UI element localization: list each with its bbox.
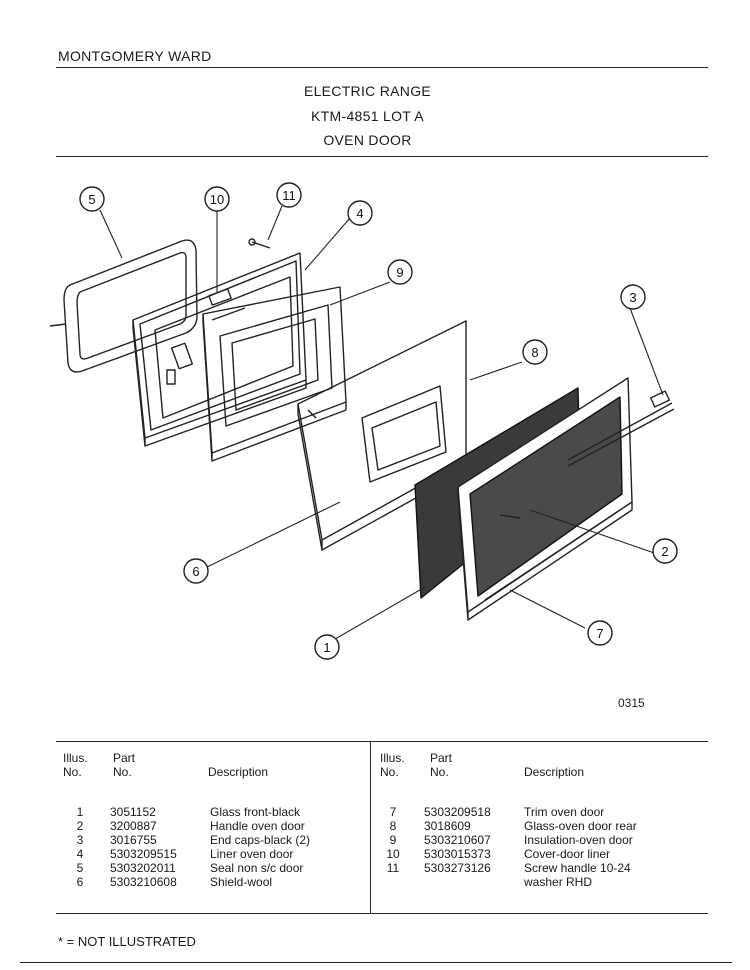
table-cell: 4 [76, 847, 84, 861]
header-part-right: Part No. [430, 751, 452, 779]
part-screw [248, 238, 271, 249]
title-rule [56, 156, 708, 157]
model-number: KTM-4851 LOT A [311, 108, 424, 124]
part-column-left: 3051152 3200887 3016755 5303209515 53032… [110, 805, 177, 889]
table-cell: Screw handle 10-24 [524, 861, 631, 875]
table-cell: 5303209515 [110, 847, 177, 861]
svg-text:7: 7 [596, 626, 603, 641]
header-illus-bottom: No. [63, 765, 82, 779]
table-cell: End caps-black (2) [210, 833, 311, 847]
callout-10: 10 [204, 186, 230, 212]
leader-lines [99, 205, 664, 643]
header-description-right: Description [524, 765, 585, 779]
header-description-left: Description [208, 765, 269, 779]
callout-1: 1 [314, 634, 340, 660]
table-cell: 7 [389, 805, 397, 819]
header-part-left: Part No. [113, 751, 135, 779]
svg-text:2: 2 [661, 544, 668, 559]
table-cell: Liner oven door [210, 847, 294, 861]
illus-column-left: 1 2 3 4 5 6 [70, 805, 90, 889]
table-cell: 3 [76, 833, 84, 847]
table-cell: 5303209518 [424, 805, 491, 819]
table-cell: 3016755 [110, 833, 157, 847]
table-cell: 5303202011 [110, 861, 176, 875]
table-cell: Shield-wool [210, 875, 273, 889]
header-illus-left: Illus. No. [63, 751, 88, 779]
page-bottom-rule [20, 962, 732, 963]
table-bottom-rule [56, 913, 708, 914]
table-cell: 1 [76, 805, 84, 819]
desc-column-right: Trim oven door Glass-oven door rear Insu… [524, 805, 637, 889]
part-column-right: 5303209518 3018609 5303210607 5303015373… [424, 805, 491, 875]
callout-11: 11 [276, 182, 302, 208]
table-cell: 11 [386, 861, 400, 875]
table-cell: 5303015373 [424, 847, 491, 861]
table-cell: Glass front-black [210, 805, 301, 819]
header-illus-top: Illus. [380, 751, 405, 765]
part-handle [499, 390, 675, 519]
part-insulation [202, 286, 347, 462]
table-cell: 5303210608 [110, 875, 177, 889]
product-type: ELECTRIC RANGE [303, 83, 432, 99]
table-cell: Glass-oven door rear [524, 819, 637, 833]
table-cell: Insulation-oven door [524, 833, 633, 847]
header-illus-right: Illus. No. [380, 751, 405, 779]
table-cell: 9 [389, 833, 397, 847]
callout-8: 8 [522, 339, 548, 365]
exploded-diagram: 5 10 11 4 9 3 8 2 6 7 1 [49, 182, 678, 660]
header-part-bottom: No. [113, 765, 132, 779]
table-cell: 5303210607 [424, 833, 491, 847]
header-illus-bottom: No. [380, 765, 399, 779]
header-part-bottom: No. [430, 765, 449, 779]
section-title: OVEN DOOR [323, 132, 412, 148]
table-top-rule [56, 741, 708, 742]
table-cell: washer RHD [524, 875, 593, 889]
header-part-top: Part [430, 751, 453, 765]
part-liner [132, 252, 307, 447]
desc-column-left: Glass front-black Handle oven door End c… [210, 805, 310, 889]
table-cell: 6 [76, 875, 84, 889]
table-cell: 2 [76, 819, 84, 833]
svg-text:1: 1 [323, 640, 330, 655]
header-part-top: Part [113, 751, 136, 765]
callout-5: 5 [79, 186, 105, 212]
svg-text:10: 10 [210, 192, 224, 207]
svg-text:9: 9 [396, 265, 403, 280]
svg-text:4: 4 [356, 206, 363, 221]
table-cell: Handle oven door [210, 819, 305, 833]
callout-7: 7 [587, 620, 613, 646]
svg-text:8: 8 [531, 345, 538, 360]
part-trim [457, 377, 633, 621]
table-cell: Cover-door liner [524, 847, 611, 861]
table-divider [370, 741, 371, 913]
brand-name: MONTGOMERY WARD [58, 48, 212, 64]
table-cell: 3018609 [424, 819, 471, 833]
svg-text:11: 11 [282, 188, 296, 203]
table-cell: 3051152 [110, 805, 156, 819]
table-cell: 8 [389, 819, 397, 833]
svg-text:6: 6 [192, 564, 199, 579]
table-cell: 3200887 [110, 819, 157, 833]
header-rule [56, 67, 708, 68]
table-cell: 5 [76, 861, 84, 875]
callout-2: 2 [652, 538, 678, 564]
svg-text:5: 5 [88, 192, 95, 207]
footnote: * = NOT ILLUSTRATED [58, 934, 196, 949]
table-cell: 10 [386, 847, 400, 861]
table-cell: Trim oven door [524, 805, 605, 819]
table-cell: Seal non s/c door [210, 861, 304, 875]
part-seal [49, 239, 198, 373]
part-cover [208, 288, 232, 306]
header-illus-top: Illus. [63, 751, 88, 765]
callout-6: 6 [183, 558, 209, 584]
diagram-code: 0315 [618, 696, 645, 710]
callout-4: 4 [347, 200, 373, 226]
svg-text:3: 3 [629, 290, 636, 305]
callout-9: 9 [387, 259, 413, 285]
callout-3: 3 [620, 284, 646, 310]
illus-column-right: 7 8 9 10 11 [382, 805, 404, 875]
table-cell: 5303273126 [424, 861, 491, 875]
